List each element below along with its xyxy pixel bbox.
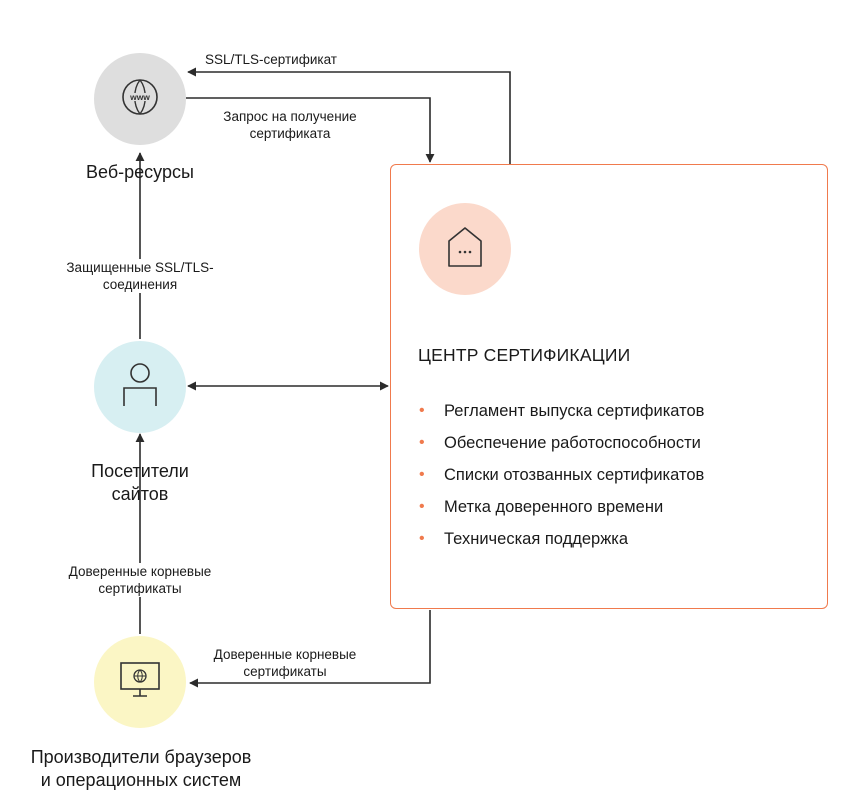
bullet-icon: • [419,466,425,483]
site-visitors-node [94,341,186,433]
site-visitors-label-line2: сайтов [111,484,169,504]
browser-os-vendors-label-line2: и операционных систем [40,770,242,790]
bullet-icon: • [419,402,425,419]
certificate-request-label-line1: Запрос на получение [223,109,357,124]
trusted-roots-left-label-line1: Доверенные корневые [68,564,212,579]
web-resources-label: Веб-ресурсы [86,162,194,182]
bullet-icon: • [419,434,425,451]
ca-service-text: Метка доверенного времени [444,498,664,516]
edge-certificate-request [186,97,435,163]
trusted-roots-left-label: Доверенные корневые сертификаты [40,563,240,597]
person-icon [120,362,160,413]
bullet-icon: • [419,530,425,547]
trusted-roots-bottom-label-line1: Доверенные корневые [213,647,357,662]
house-icon [445,225,485,274]
bullet-icon: • [419,498,425,515]
ssl-certificate-label: SSL/TLS-сертификат [205,52,337,67]
certificate-request-label: Запрос на получение сертификата [200,108,380,142]
edge-trusted-roots-bottom [189,610,431,688]
ca-service-text: Обеспечение работоспособности [444,434,701,452]
ca-service-item: • Метка доверенного времени [419,496,704,528]
svg-text:www: www [129,92,150,102]
site-visitors-label: Посетители сайтов [50,460,230,506]
site-visitors-label-line1: Посетители [91,461,189,481]
trusted-roots-bottom-label-line2: сертификаты [243,664,327,679]
edge-ssl-certificate [187,67,511,164]
ca-service-item: • Техническая поддержка [419,528,704,560]
ca-service-text: Списки отозванных сертификатов [444,466,705,484]
secure-connections-label: Защищенные SSL/TLS- соединения [40,259,240,293]
ca-service-item: • Списки отозванных сертификатов [419,464,704,496]
secure-connections-label-line1: Защищенные SSL/TLS- [66,260,214,275]
trusted-roots-left-label-line2: сертификаты [98,581,182,596]
ca-service-item: • Обеспечение работоспособности [419,432,704,464]
www-globe-icon: www [120,77,160,122]
trusted-roots-bottom-label: Доверенные корневые сертификаты [190,646,380,680]
browser-os-vendors-label: Производители браузеров и операционных с… [0,746,282,792]
ca-service-item: • Регламент выпуска сертификатов [419,400,704,432]
browser-os-vendors-node [94,636,186,728]
ca-title: ЦЕНТР СЕРТИФИКАЦИИ [418,345,631,365]
ca-service-text: Регламент выпуска сертификатов [444,402,705,420]
certificate-request-label-line2: сертификата [249,126,331,141]
ca-icon-circle [419,203,511,295]
monitor-globe-icon [118,660,162,705]
browser-os-vendors-label-line1: Производители браузеров [30,747,252,767]
certification-authority-box: ЦЕНТР СЕРТИФИКАЦИИ • Регламент выпуска се… [390,164,828,609]
web-resources-node: www [94,53,186,145]
secure-connections-label-line2: соединения [102,277,178,292]
ca-services-list: • Регламент выпуска сертификатов • Обеспеч… [419,400,704,560]
ca-service-text: Техническая поддержка [444,530,628,548]
